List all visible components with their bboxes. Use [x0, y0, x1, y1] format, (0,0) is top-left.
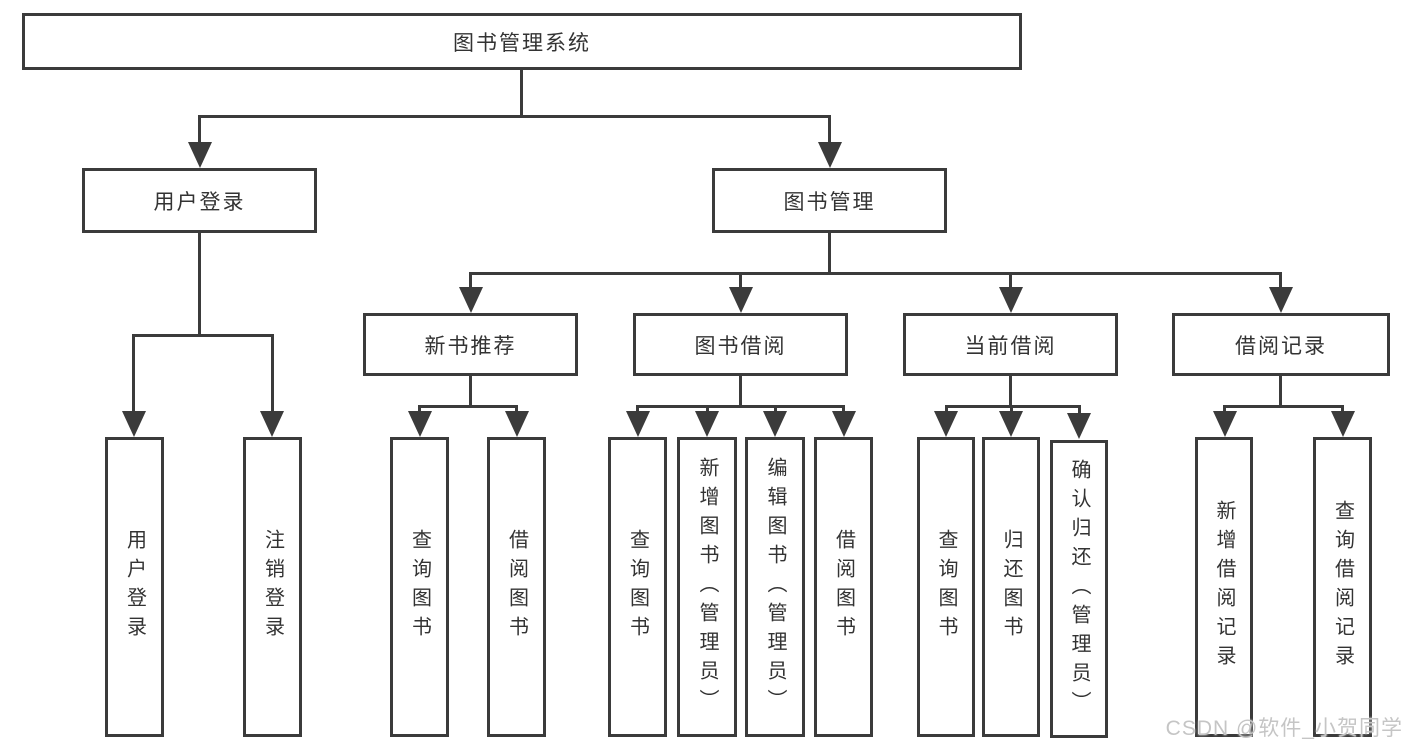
connector-line: [828, 115, 831, 146]
node-label: 图书借阅: [694, 334, 787, 358]
leaf-user-login: 用户登录: [105, 437, 164, 737]
connector-line: [1223, 405, 1226, 413]
connector-line: [198, 115, 201, 146]
leaf-query-books-recommend: 查询图书: [390, 437, 449, 737]
connector-line: [945, 405, 1081, 408]
leaf-label: 用户登录: [123, 529, 146, 645]
arrowhead-icon: [626, 411, 650, 437]
leaf-add-books-admin: 新增图书（管理员）: [677, 437, 737, 737]
arrowhead-icon: [695, 411, 719, 437]
connector-line: [1010, 405, 1013, 413]
leaf-label: 查询借阅记录: [1331, 500, 1354, 674]
node-label: 新书推荐: [424, 334, 517, 358]
arrowhead-icon: [832, 411, 856, 437]
leaf-label: 新增借阅记录: [1213, 500, 1235, 674]
connector-line: [706, 405, 709, 413]
connector-line: [469, 272, 1282, 275]
arrowhead-icon: [934, 411, 958, 437]
leaf-edit-books-admin: 编辑图书（管理员）: [745, 437, 805, 737]
connector-line: [636, 405, 639, 413]
arrowhead-icon: [818, 142, 842, 168]
arrowhead-icon: [1331, 411, 1355, 437]
node-root-system: 图书管理系统: [22, 13, 1022, 70]
node-borrow-records: 借阅记录: [1172, 313, 1390, 376]
connector-line: [132, 334, 135, 411]
leaf-return-books: 归还图书: [982, 437, 1040, 737]
leaf-label: 借阅图书: [832, 529, 855, 645]
arrowhead-icon: [729, 287, 753, 313]
arrowhead-icon: [505, 411, 529, 437]
leaf-label: 查询图书: [935, 529, 957, 645]
leaf-logout: 注销登录: [243, 437, 302, 737]
leaf-label: 查询图书: [626, 529, 649, 645]
leaf-label: 归还图书: [1000, 529, 1022, 645]
node-label: 当前借阅: [964, 334, 1057, 358]
connector-line: [1279, 272, 1282, 288]
arrowhead-icon: [260, 411, 284, 437]
connector-line: [1009, 272, 1012, 288]
connector-line: [1078, 405, 1081, 413]
leaf-query-books-current: 查询图书: [917, 437, 975, 737]
leaf-add-borrow-record: 新增借阅记录: [1195, 437, 1253, 737]
leaf-confirm-return-admin: 确认归还（管理员）: [1050, 440, 1108, 738]
leaf-label: 借阅图书: [505, 529, 528, 645]
connector-line: [739, 272, 742, 288]
node-current-borrow: 当前借阅: [903, 313, 1118, 376]
connector-line: [1223, 405, 1344, 408]
arrowhead-icon: [1067, 413, 1091, 439]
connector-line: [132, 334, 274, 337]
arrowhead-icon: [763, 411, 787, 437]
connector-line: [1341, 405, 1344, 413]
arrowhead-icon: [188, 142, 212, 168]
node-user-login: 用户登录: [82, 168, 317, 233]
connector-line: [842, 405, 845, 413]
connector-line: [945, 405, 948, 413]
leaf-borrow-books: 借阅图书: [814, 437, 873, 737]
leaf-label: 查询图书: [408, 529, 431, 645]
node-book-management: 图书管理: [712, 168, 947, 233]
connector-line: [469, 375, 472, 408]
connector-line: [469, 272, 472, 288]
node-book-borrow: 图书借阅: [633, 313, 848, 376]
arrowhead-icon: [1269, 287, 1293, 313]
connector-line: [1009, 375, 1012, 408]
connector-line: [418, 405, 518, 408]
leaf-query-borrow-record: 查询借阅记录: [1313, 437, 1372, 737]
node-label: 借阅记录: [1235, 334, 1327, 358]
connector-line: [515, 405, 518, 413]
leaf-query-books-borrow: 查询图书: [608, 437, 667, 737]
leaf-label: 编辑图书（管理员）: [764, 456, 786, 718]
arrowhead-icon: [999, 287, 1023, 313]
connector-line: [198, 115, 831, 118]
leaf-label: 新增图书（管理员）: [696, 456, 718, 718]
arrowhead-icon: [122, 411, 146, 437]
arrowhead-icon: [408, 411, 432, 437]
connector-line: [1279, 375, 1282, 408]
node-label: 用户登录: [153, 190, 246, 214]
connector-line: [739, 375, 742, 408]
leaf-label: 注销登录: [261, 529, 284, 645]
connector-line: [271, 334, 274, 411]
arrowhead-icon: [459, 287, 483, 313]
connector-line: [774, 405, 777, 413]
connector-line: [418, 405, 421, 413]
leaf-label: 确认归还（管理员）: [1068, 458, 1090, 720]
csdn-watermark: CSDN @软件_小贺同学: [1165, 717, 1403, 740]
leaf-borrow-books-recommend: 借阅图书: [487, 437, 546, 737]
node-label: 图书管理系统: [453, 31, 591, 55]
arrowhead-icon: [999, 411, 1023, 437]
node-new-book-recommend: 新书推荐: [363, 313, 578, 376]
arrowhead-icon: [1213, 411, 1237, 437]
connector-line: [828, 233, 831, 275]
connector-line: [636, 405, 845, 408]
node-label: 图书管理: [783, 190, 876, 214]
connector-line: [198, 232, 201, 337]
connector-line: [520, 69, 523, 118]
